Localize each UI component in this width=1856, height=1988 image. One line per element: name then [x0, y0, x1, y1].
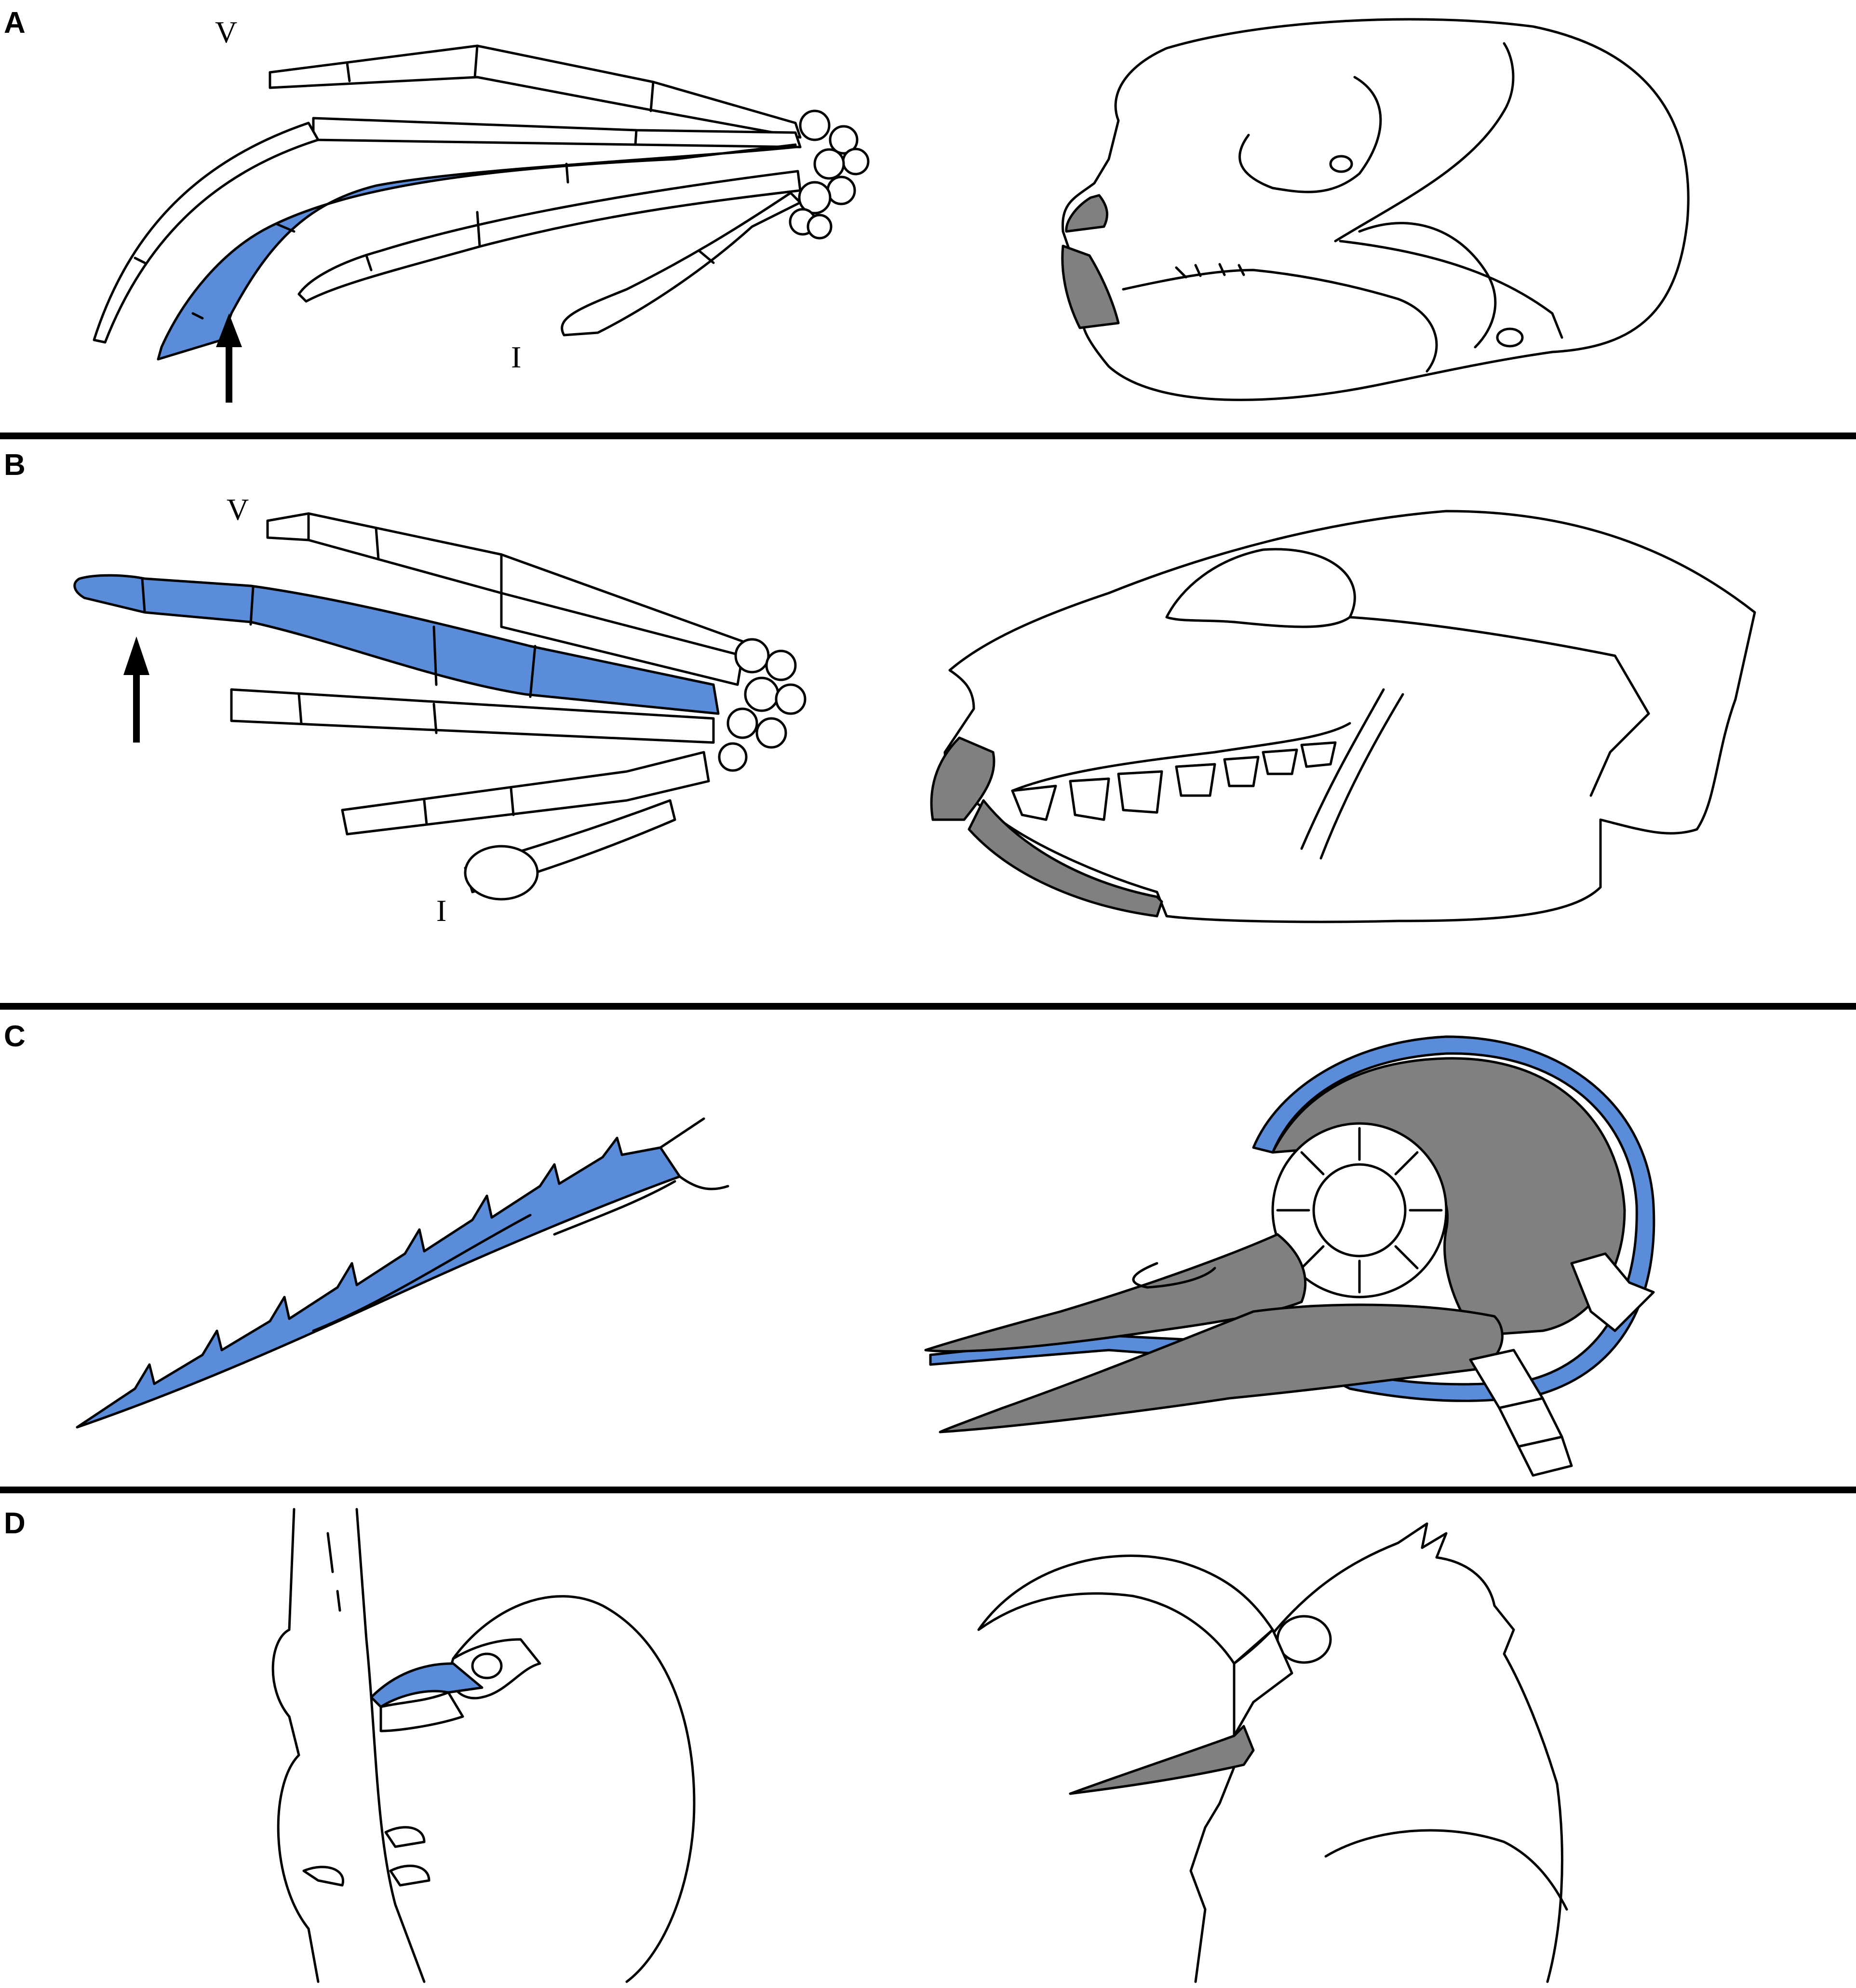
carpal-bones — [789, 109, 870, 240]
panel-b-hand: V I — [73, 492, 807, 928]
panel-b: B — [4, 448, 1756, 928]
panel-c-tongue — [76, 1117, 729, 1429]
lower-bill-gray — [1069, 1725, 1255, 1795]
digit-label-i-a: I — [511, 340, 521, 374]
teeth-b — [1011, 741, 1337, 821]
panel-label-c: C — [4, 1020, 26, 1053]
divider-a-b — [0, 433, 1856, 439]
panel-d: D — [4, 1507, 1568, 1983]
panel-c: C — [4, 1020, 1655, 1477]
panel-a-skull — [1061, 18, 1690, 401]
bird-bill-blue — [370, 1662, 484, 1708]
arrow-up-icon — [216, 313, 242, 403]
panel-c-skull — [924, 1035, 1655, 1477]
digit-label-v-b: V — [227, 492, 249, 527]
carpal-bones-b — [718, 638, 807, 772]
bird-claws — [302, 1826, 430, 1887]
barbed-tongue — [76, 1136, 681, 1429]
neck-vertebrae — [1469, 1349, 1573, 1477]
divider-c-d — [0, 1487, 1856, 1493]
divider-b-c — [0, 1003, 1856, 1010]
panel-a-hand: V I — [93, 15, 870, 403]
lower-beak — [939, 1303, 1504, 1434]
panel-label-b: B — [4, 448, 26, 482]
panel-d-bird-head — [977, 1522, 1568, 1983]
panel-a: A — [4, 6, 1690, 403]
panel-b-skull — [930, 510, 1756, 923]
arrow-up-icon — [123, 636, 149, 743]
panel-label-a: A — [4, 6, 26, 40]
lower-incisor-a — [1061, 244, 1120, 329]
upper-incisor-b — [930, 736, 995, 821]
upper-beak — [924, 1233, 1307, 1353]
panel-d-bird — [271, 1508, 696, 1983]
upper-incisor-a — [1065, 194, 1109, 233]
digit-label-i-b: I — [436, 893, 446, 928]
panel-label-d: D — [4, 1507, 26, 1540]
digit-label-v-a: V — [215, 15, 237, 49]
lower-incisor-b — [968, 799, 1163, 918]
highlighted-digit-b — [73, 574, 720, 715]
